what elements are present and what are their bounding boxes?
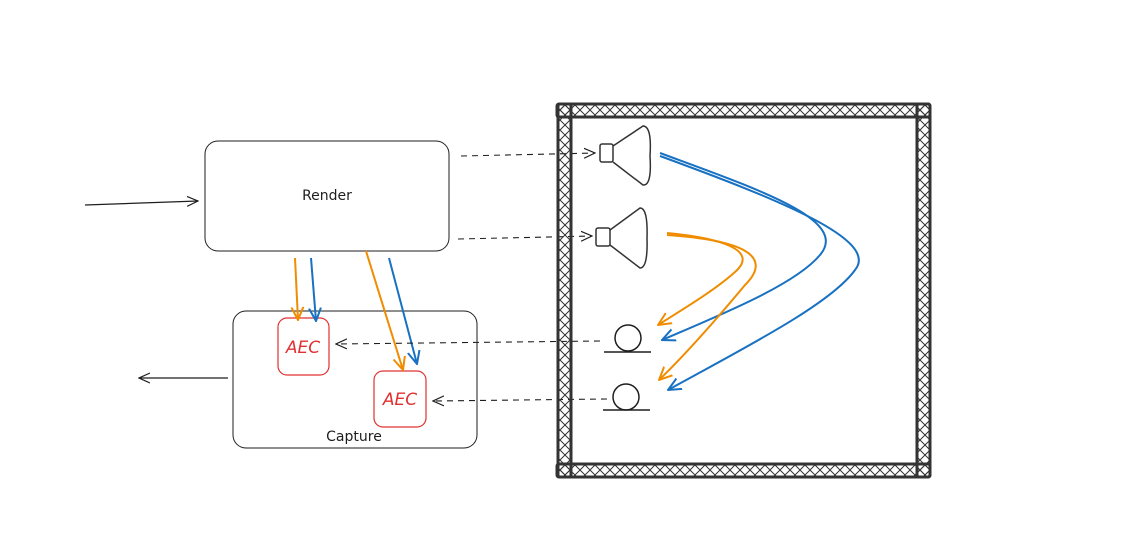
render-label: Render <box>302 188 352 204</box>
echo-path-blue-2 <box>659 155 860 390</box>
aec-block-1: AEC <box>277 317 330 376</box>
input-arrow <box>84 201 198 205</box>
aec-label-1: AEC <box>285 338 320 358</box>
capture-label: Capture <box>326 429 382 445</box>
echo-path-orange-2 <box>659 234 757 380</box>
room-walls <box>555 102 932 479</box>
capture-block: Capture <box>232 310 478 449</box>
reference-arrow-blue-2 <box>388 257 417 364</box>
aec-label-2: AEC <box>382 390 417 410</box>
dashed-arrow-mic-2-aec <box>433 399 608 401</box>
reference-arrow-orange-2 <box>365 250 403 370</box>
speaker-icon <box>595 207 648 269</box>
reference-arrow-blue-1 <box>311 257 316 321</box>
dashed-arrow-mic-1-aec <box>336 341 601 344</box>
microphone-icon <box>604 324 651 353</box>
dashed-arrow-render-speaker-1 <box>460 153 595 156</box>
render-block: Render <box>204 140 450 252</box>
aec-block-2: AEC <box>373 370 427 428</box>
echo-path-blue-1 <box>659 152 827 340</box>
reference-arrow-orange-1 <box>295 257 298 320</box>
speaker-icon <box>599 125 652 186</box>
microphone-icon <box>603 383 650 411</box>
